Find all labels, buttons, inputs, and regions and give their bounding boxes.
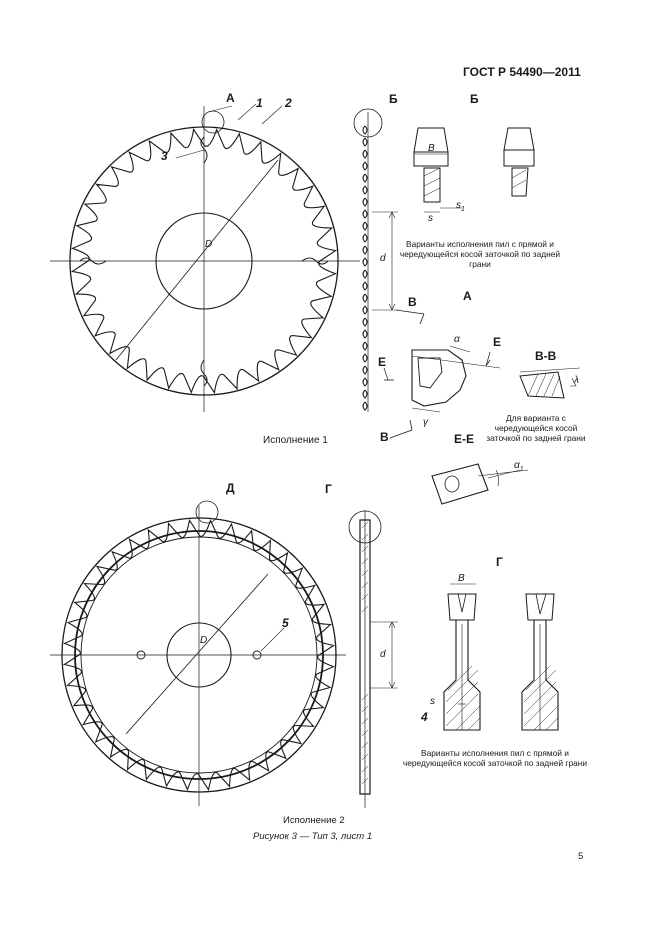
label-s: s — [428, 213, 433, 224]
section-VV — [519, 367, 581, 399]
section-EE — [431, 463, 529, 505]
page-number: 5 — [578, 851, 584, 862]
label-gamma: γ — [423, 417, 428, 428]
slot-bottom — [200, 359, 208, 387]
label-d2: d — [380, 649, 386, 660]
figure-caption: Рисунок 3 — Тип 3, лист 1 — [253, 831, 373, 842]
label-lambda: λ — [574, 375, 579, 386]
label-alpha: α — [454, 334, 460, 345]
detail-G — [443, 583, 559, 731]
label-1: 1 — [256, 96, 263, 110]
top-note: Варианты исполнения пил с прямой и черед… — [399, 239, 561, 269]
label-3: 3 — [161, 149, 168, 163]
label-alpha1: α1 — [514, 460, 524, 474]
detail-B — [413, 127, 535, 213]
label-G: Г — [325, 482, 332, 496]
label-D2: D — [200, 635, 208, 646]
label-VV: В-В — [535, 349, 557, 363]
slot-top — [200, 136, 208, 164]
label-B-detail: Б — [470, 92, 479, 106]
standard-header: ГОСТ Р 54490—2011 — [463, 65, 581, 79]
label-2: 2 — [285, 96, 292, 110]
label-s1: s1 — [456, 200, 465, 214]
label-B2: B — [458, 573, 465, 584]
label-A-detail: А — [463, 289, 472, 303]
variant2-title: Исполнение 2 — [283, 815, 345, 826]
label-V-top: В — [408, 295, 417, 309]
saw-blade-variant2 — [50, 500, 346, 806]
saw2-side-view — [348, 510, 398, 808]
label-V-bottom: В — [380, 430, 389, 444]
saw-blade-variant1 — [50, 103, 360, 412]
detail-circle-A — [201, 110, 225, 134]
detail-A — [411, 345, 501, 413]
detail-circle-D — [195, 500, 219, 524]
side-profile-chain — [362, 125, 368, 411]
label-4: 4 — [421, 710, 428, 724]
slot-right — [301, 257, 329, 265]
label-d: d — [380, 253, 386, 264]
label-B: Б — [389, 92, 398, 106]
label-A: А — [226, 91, 235, 105]
label-5: 5 — [282, 616, 289, 630]
label-D-detail: Д — [226, 481, 235, 495]
label-EE: Е-Е — [454, 432, 475, 446]
side-note: Для варианта с чередующейся косой заточк… — [486, 413, 586, 443]
saw1-side-view — [353, 108, 425, 439]
label-B-dim: B — [428, 143, 435, 154]
bottom-note: Варианты исполнения пил с прямой и черед… — [402, 748, 588, 768]
label-G-detail: Г — [496, 555, 503, 569]
label-s2: s — [430, 696, 435, 707]
label-E-left: Е — [378, 355, 387, 369]
variant1-title: Исполнение 1 — [263, 435, 328, 446]
saw1-diameter-line — [115, 159, 279, 361]
label-D: D — [205, 239, 213, 250]
label-E-right: Е — [493, 335, 502, 349]
slot-left — [79, 257, 107, 265]
